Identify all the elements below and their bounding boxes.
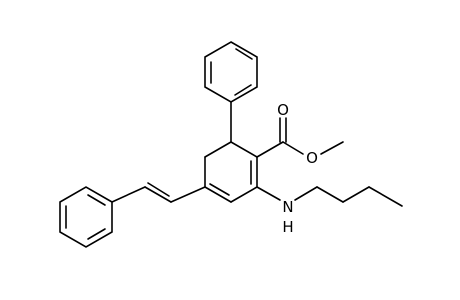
bond-vinyl-double-outer	[144, 186, 172, 203]
amine-nitrogen-label: N	[282, 198, 293, 216]
cyclohexadiene-ring	[204, 141, 258, 203]
left-phenyl-double-bond-1	[87, 194, 106, 206]
bond-nitrogen-ch2a	[294, 186, 318, 201]
bond-c5-c6	[204, 141, 232, 158]
bond-c3-c4-inner	[209, 183, 230, 196]
bond-ch2a-ch2b	[316, 186, 344, 203]
bond-ch2c-ch3	[368, 186, 403, 207]
left-phenyl-ring	[59, 186, 113, 248]
amine-hydrogen-label: H	[282, 218, 293, 236]
top-phenyl-double-bond-1	[235, 48, 253, 60]
bond-ester-oxygen-methyl	[320, 141, 344, 155]
bond-c4-vinyl	[170, 186, 206, 203]
bond-c1-carbonyl-carbon	[256, 141, 284, 158]
bond-c2-c3	[230, 186, 258, 203]
ester-oxygen-label: O	[306, 149, 318, 167]
bond-c2-nitrogen	[256, 186, 281, 201]
bond-vinyl-double-inner	[147, 182, 170, 197]
butylamino-group: N H	[256, 186, 403, 236]
bond-vinyl-phenyl	[111, 186, 146, 203]
top-phenyl-double-bond-2	[234, 84, 252, 96]
left-phenyl-hexagon	[59, 186, 113, 248]
left-phenyl-double-bond-3	[87, 228, 106, 240]
carbonyl-oxygen-label: O	[277, 101, 289, 119]
bond-c3-c4	[204, 186, 232, 203]
methyl-ester-group: O O	[256, 101, 344, 167]
bond-ch2b-ch2c	[342, 186, 370, 203]
bond-carbonyl-ester-oxygen	[282, 141, 304, 155]
bond-c6-c1	[230, 141, 258, 158]
top-phenyl-hexagon	[204, 41, 258, 103]
styryl-group	[111, 182, 206, 203]
top-phenyl-ring	[204, 41, 258, 103]
